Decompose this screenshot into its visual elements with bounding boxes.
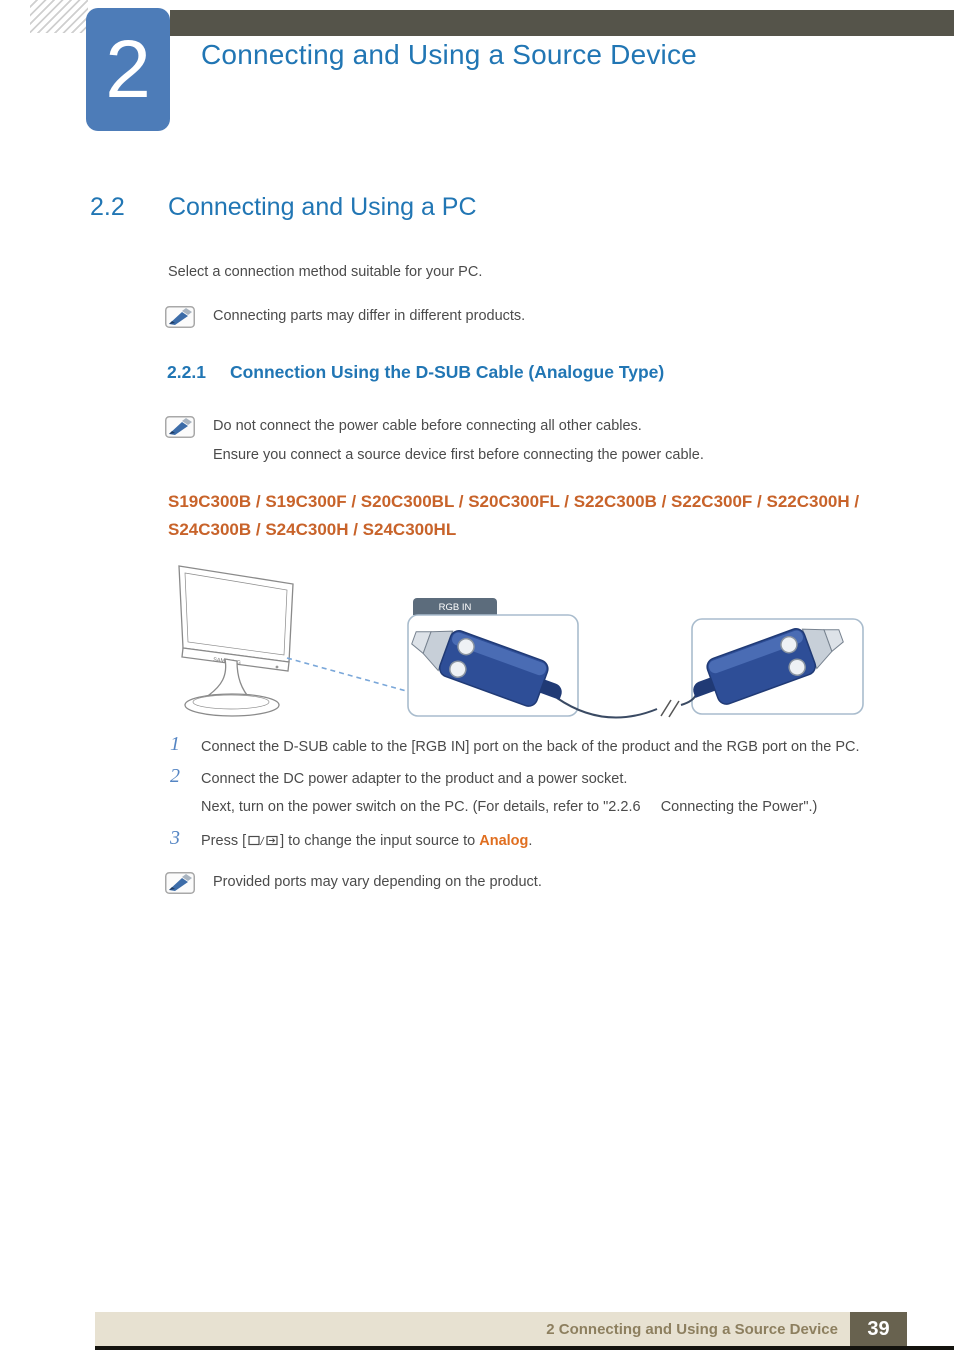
page-number-box: 39: [850, 1312, 907, 1346]
note-line-2: Ensure you connect a source device first…: [213, 447, 704, 463]
chapter-number: 2: [105, 23, 151, 115]
svg-text:/: /: [260, 836, 265, 848]
subsection-title: Connection Using the D-SUB Cable (Analog…: [229, 362, 665, 382]
step-3-text-suffix: ] to change the input source to: [280, 833, 480, 849]
step-3-period: .: [528, 833, 533, 849]
step-1: 1 Connect the D-SUB cable to the [RGB IN…: [170, 733, 920, 758]
step-3-text-prefix: Press [: [201, 833, 247, 849]
note-text: Connecting parts may differ in different…: [213, 308, 526, 324]
note-icon: [165, 416, 195, 443]
dsub-connector-right: [693, 628, 844, 705]
dashed-connection-line: [286, 657, 411, 693]
section-title: Connecting and Using a PC: [168, 193, 477, 221]
subsection-number: 2.2.1: [167, 362, 206, 382]
note-text: Do not connect the power cable before co…: [213, 412, 704, 470]
note-line-1: Do not connect the power cable before co…: [213, 418, 642, 434]
section-number: 2.2: [90, 193, 125, 221]
connection-diagram: SAMSUNG RGB IN: [178, 565, 864, 719]
note-block: Connecting parts may differ in different…: [165, 306, 525, 333]
step-3-number: 3: [170, 827, 180, 849]
analog-highlight: Analog: [479, 833, 529, 849]
model-list: S19C300B / S19C300F / S20C300BL / S20C30…: [168, 488, 908, 544]
header-bar: [170, 10, 954, 36]
footer-bottom-rule: [95, 1346, 954, 1350]
cable-line: [556, 693, 697, 719]
monitor-illustration: SAMSUNG: [178, 565, 294, 717]
step-1-number: 1: [170, 733, 180, 755]
corner-hatch-decoration: [30, 0, 88, 33]
step-3-text: Press [/] to change the input source to …: [201, 831, 920, 855]
dsub-connector-left: [411, 630, 562, 707]
footer-section-label: 2 Connecting and Using a Source Device: [546, 1320, 838, 1338]
chapter-number-box: 2: [86, 8, 170, 131]
note-icon: [165, 872, 195, 899]
source-button-icon: /: [248, 833, 278, 855]
footer-bar: 2 Connecting and Using a Source Device: [95, 1312, 850, 1346]
model-list-line-2: S24C300B / S24C300H / S24C300HL: [168, 520, 457, 539]
section-heading: 2.2 Connecting and Using a PC: [90, 193, 477, 222]
subsection-heading: 2.2.1 Connection Using the D-SUB Cable (A…: [167, 362, 664, 383]
step-2-text: Connect the DC power adapter to the prod…: [201, 771, 628, 787]
step-3: 3 Press [ / ] to change the input source t…: [170, 827, 920, 855]
step-2-continued-text: Next, turn on the power switch on the PC…: [201, 799, 818, 815]
note-icon: [165, 306, 195, 333]
model-list-line-1: S19C300B / S19C300F / S20C300BL / S20C30…: [168, 492, 860, 511]
page-number: 39: [867, 1317, 890, 1340]
step-2-number: 2: [170, 765, 180, 787]
chapter-title: Connecting and Using a Source Device: [201, 39, 697, 70]
step-1-text: Connect the D-SUB cable to the [RGB IN] …: [201, 739, 860, 755]
step-2: 2 Connect the DC power adapter to the pr…: [170, 765, 920, 790]
note-text: Provided ports may vary depending on the…: [213, 874, 542, 890]
note-block: Provided ports may vary depending on the…: [165, 872, 542, 899]
rgb-in-port-label: RGB IN: [413, 598, 497, 615]
section-intro: Select a connection method suitable for …: [168, 264, 483, 280]
note-block: Do not connect the power cable before co…: [165, 416, 704, 470]
rgb-in-text: RGB IN: [439, 602, 472, 613]
cable-break-mark: [660, 699, 680, 718]
